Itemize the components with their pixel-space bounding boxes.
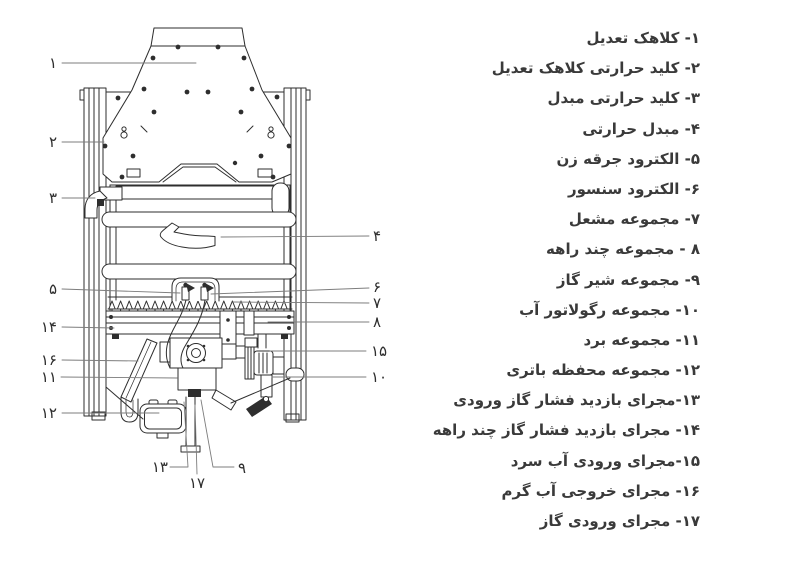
parts-list: ۱- کلاهک تعدیل ۲- کلید حرارتی کلاهک تعدیل…: [433, 23, 700, 536]
leader-line: [232, 301, 370, 304]
parts-list-item: ۱۳-مجرای بازدید فشار گاز ورودی: [453, 391, 700, 410]
electrode-bracket: [165, 277, 220, 369]
burner-flames: [108, 300, 288, 314]
leader-line: [169, 401, 189, 468]
parts-list-item: ۱- کلاهک تعدیل: [586, 29, 700, 47]
parts-list-item: ۱۶- مجرای خروجی آب گرم: [501, 481, 700, 500]
lower-pipe: [101, 263, 297, 280]
gas-valve-assembly: [159, 337, 249, 397]
callout-number: ۱۳: [152, 458, 168, 476]
leader-line: [61, 326, 115, 329]
battery-box: [139, 399, 187, 439]
parts-list-item: ۱۴- مجرای بازدید فشار گاز چند راهه: [432, 421, 700, 440]
callout-number: ۱۲: [41, 404, 57, 422]
parts-list-item: ۱۲- مجموعه محفظه باتری: [506, 361, 700, 380]
parts-list-item: ۸ - مجموعه چند راهه: [545, 240, 700, 259]
hot-water-pipe: [120, 338, 158, 423]
parts-list-item: ۲- کلید حرارتی کلاهک تعدیل: [491, 59, 700, 78]
callout-number: ۲: [49, 133, 57, 151]
parts-list-item: ۳- کلید حرارتی مبدل: [547, 89, 701, 108]
callout-number: ۱۰: [371, 368, 387, 386]
hood-keyholes: [120, 125, 275, 139]
draft-hood: [102, 27, 292, 183]
upper-pipe: [101, 211, 297, 228]
leader-line: [200, 399, 235, 468]
hood-screws: [102, 44, 292, 180]
leader-line: [61, 359, 139, 362]
flue-side-pipe: [271, 182, 290, 217]
burner-assembly: [107, 296, 293, 314]
leader-line: [210, 287, 370, 295]
leader-line: [220, 235, 370, 238]
parts-list-item: ۱۷- مجرای ورودی گاز: [539, 512, 700, 530]
parts-list-item: ۵- الکترود جرقه زن: [556, 149, 700, 168]
bottom-shell: [105, 377, 291, 420]
cold-water-inlet: [285, 367, 305, 382]
callout-number: ۱۶: [41, 351, 57, 369]
baffle-arrow: [159, 222, 216, 249]
parts-list-item: ۴- مبدل حرارتی: [582, 119, 700, 138]
callout-number: ۸: [373, 313, 381, 331]
callout-number: ۱۱: [41, 368, 57, 386]
electrode-wire: [180, 299, 206, 369]
callout-number: ۹: [238, 459, 246, 477]
manifold-assembly: [105, 310, 295, 349]
parts-list-item: ۷- مجموعه مشعل: [568, 210, 700, 229]
parts-list-item: ۱۰- مجموعه رگولاتور آب: [519, 300, 700, 319]
parts-list-item: ۶- الکترود سنسور: [568, 179, 700, 198]
frame-rail-left: [79, 87, 107, 421]
callout-number: ۱۴: [41, 318, 57, 336]
water-regulator: [244, 337, 305, 417]
callout-number: ۳: [49, 189, 57, 207]
leader-line: [61, 288, 181, 294]
callout-number: ۱: [49, 54, 57, 72]
callout-number: ۶: [373, 278, 381, 296]
parts-list-item: ۱۱- مجموعه برد: [583, 330, 700, 349]
electrode-wire: [165, 299, 187, 369]
board-box: [177, 367, 217, 391]
heat-exchanger: [101, 211, 297, 280]
callout-number: ۱۷: [189, 474, 205, 492]
callout-number: ۵: [49, 280, 57, 298]
parts-list-item: ۱۵-مجرای ورودی آب سرد: [510, 451, 700, 470]
callout-number: ۱۵: [371, 342, 387, 360]
leader-line: [194, 404, 198, 475]
parts-list-item: ۹- مجموعه شیر گاز: [556, 270, 700, 289]
callout-number: ۴: [373, 227, 381, 245]
leader-line: [60, 376, 178, 379]
callout-number: ۷: [373, 294, 381, 312]
